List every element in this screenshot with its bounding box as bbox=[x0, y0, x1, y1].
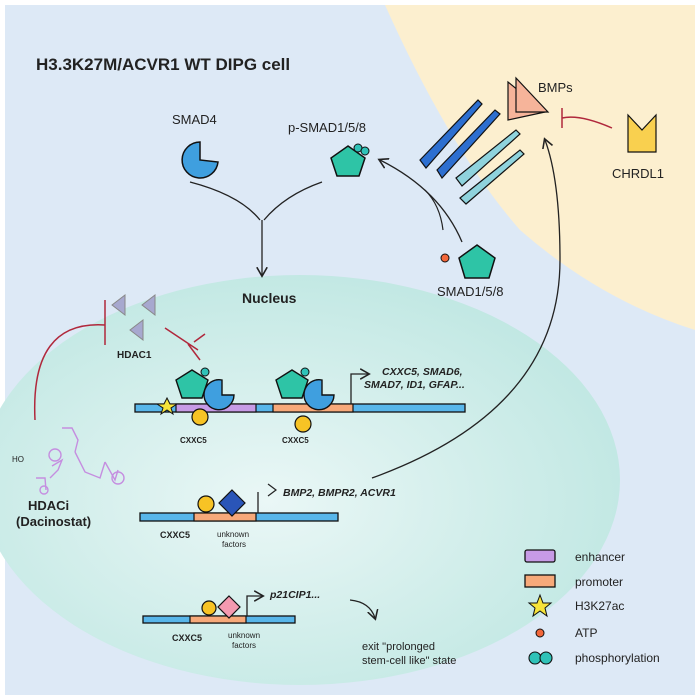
exit-arrow bbox=[349, 599, 375, 618]
smad4-dna-icon bbox=[303, 379, 335, 411]
phosphate-icon bbox=[200, 367, 210, 377]
nucleus-label: Nucleus bbox=[242, 290, 297, 306]
unknown-factors-label-2: factors bbox=[232, 641, 256, 650]
unknown-factors-label-2: factors bbox=[222, 540, 246, 549]
hdaci-label: HDACi bbox=[28, 498, 69, 513]
enhancer-legend-icon bbox=[524, 549, 556, 563]
cxxc5-label: CXXC5 bbox=[180, 436, 207, 445]
cxxc5-label: CXXC5 bbox=[172, 633, 202, 643]
unknown-factor-icon bbox=[217, 595, 241, 619]
phosphorylation-legend-icon bbox=[539, 651, 553, 665]
phosphate-icon bbox=[300, 367, 310, 377]
promoter-legend-icon bbox=[524, 574, 556, 588]
exit-state-line1: exit "prolonged bbox=[362, 641, 435, 653]
feedback-arrow bbox=[371, 140, 561, 479]
hdac1-icon bbox=[141, 293, 156, 317]
diagram-title: H3.3K27M/ACVR1 WT DIPG cell bbox=[36, 55, 290, 74]
phosphorylation-branch bbox=[424, 189, 444, 231]
legend-label-promoter: promoter bbox=[575, 575, 623, 589]
dna-strand-1 bbox=[134, 403, 466, 413]
target-genes-3: p21CIP1... bbox=[269, 589, 320, 601]
phosphorylation-legend-icon bbox=[528, 651, 542, 665]
dna-strand-2 bbox=[139, 512, 339, 522]
transcription-arrowhead bbox=[267, 483, 277, 497]
psmad-path bbox=[263, 181, 323, 221]
target-genes-1-line2: SMAD7, ID1, GFAP... bbox=[364, 379, 465, 391]
hdac1-icon bbox=[111, 293, 126, 317]
atp-legend-icon bbox=[535, 628, 545, 638]
bmp-icon bbox=[515, 76, 550, 113]
target-genes-1-line1: CXXC5, SMAD6, bbox=[382, 366, 463, 378]
legend-label-atp: ATP bbox=[575, 626, 597, 640]
dna-strand-3 bbox=[142, 615, 296, 624]
phosphate-icon bbox=[360, 146, 370, 156]
chrdl1-inhibition bbox=[561, 108, 613, 129]
chrdl1-label: CHRDL1 bbox=[612, 166, 664, 181]
smad158-label: SMAD1/5/8 bbox=[437, 284, 503, 299]
chrdl1-icon bbox=[627, 113, 657, 153]
nucleus-region bbox=[0, 275, 620, 685]
bmp-receptor-type1-icon bbox=[419, 99, 501, 179]
transcription-start-arrow bbox=[350, 374, 368, 404]
cxxc5-label: CXXC5 bbox=[160, 530, 190, 540]
atp-icon bbox=[440, 253, 450, 263]
hdac1-label: HDAC1 bbox=[117, 350, 152, 361]
bmp-receptor-type2-icon bbox=[455, 129, 525, 205]
psmad-icon bbox=[330, 145, 366, 177]
target-genes-2: BMP2, BMPR2, ACVR1 bbox=[283, 487, 396, 499]
cxxc5-icon bbox=[294, 415, 312, 433]
smad4-path bbox=[189, 181, 261, 221]
legend-label-phosphorylation: phosphorylation bbox=[575, 651, 660, 665]
bmps-label: BMPs bbox=[538, 80, 573, 95]
unknown-factors-label: unknown bbox=[217, 530, 249, 539]
cxxc5-label: CXXC5 bbox=[282, 436, 309, 445]
hydroxyl-label: HO bbox=[12, 455, 24, 464]
h3k27ac-icon bbox=[155, 396, 179, 416]
smad4-label: SMAD4 bbox=[172, 112, 217, 127]
psmad-dna-icon bbox=[275, 369, 309, 399]
cxxc5-icon bbox=[201, 600, 217, 616]
hdaci-inhibition bbox=[33, 300, 106, 421]
unknown-factors-label: unknown bbox=[228, 631, 260, 640]
exit-state-line2: stem-cell like" state bbox=[362, 655, 456, 667]
legend-label-h3k27ac: H3K27ac bbox=[575, 599, 624, 613]
psmad-dna-icon bbox=[175, 369, 209, 399]
hdac1-inhibition bbox=[164, 327, 206, 361]
hdac1-icon bbox=[129, 318, 144, 342]
psmad-label: p-SMAD1/5/8 bbox=[288, 120, 366, 135]
cxxc5-icon bbox=[191, 408, 209, 426]
cxxc5-icon bbox=[197, 495, 215, 513]
legend: enhancer promoter H3K27ac ATP phosphoryl… bbox=[524, 549, 660, 665]
h3k27ac-legend-icon bbox=[527, 593, 553, 618]
hdaci-drug-label: (Dacinostat) bbox=[16, 514, 91, 529]
unknown-factor-icon bbox=[218, 489, 246, 517]
smad4-icon bbox=[181, 141, 219, 179]
transcription-start-arrow bbox=[246, 596, 262, 616]
smad158-icon bbox=[458, 244, 496, 279]
smad4-dna-icon bbox=[203, 379, 235, 411]
dacinostat-structure-icon bbox=[36, 427, 125, 495]
extracellular-region bbox=[385, 5, 695, 330]
legend-label-enhancer: enhancer bbox=[575, 550, 625, 564]
